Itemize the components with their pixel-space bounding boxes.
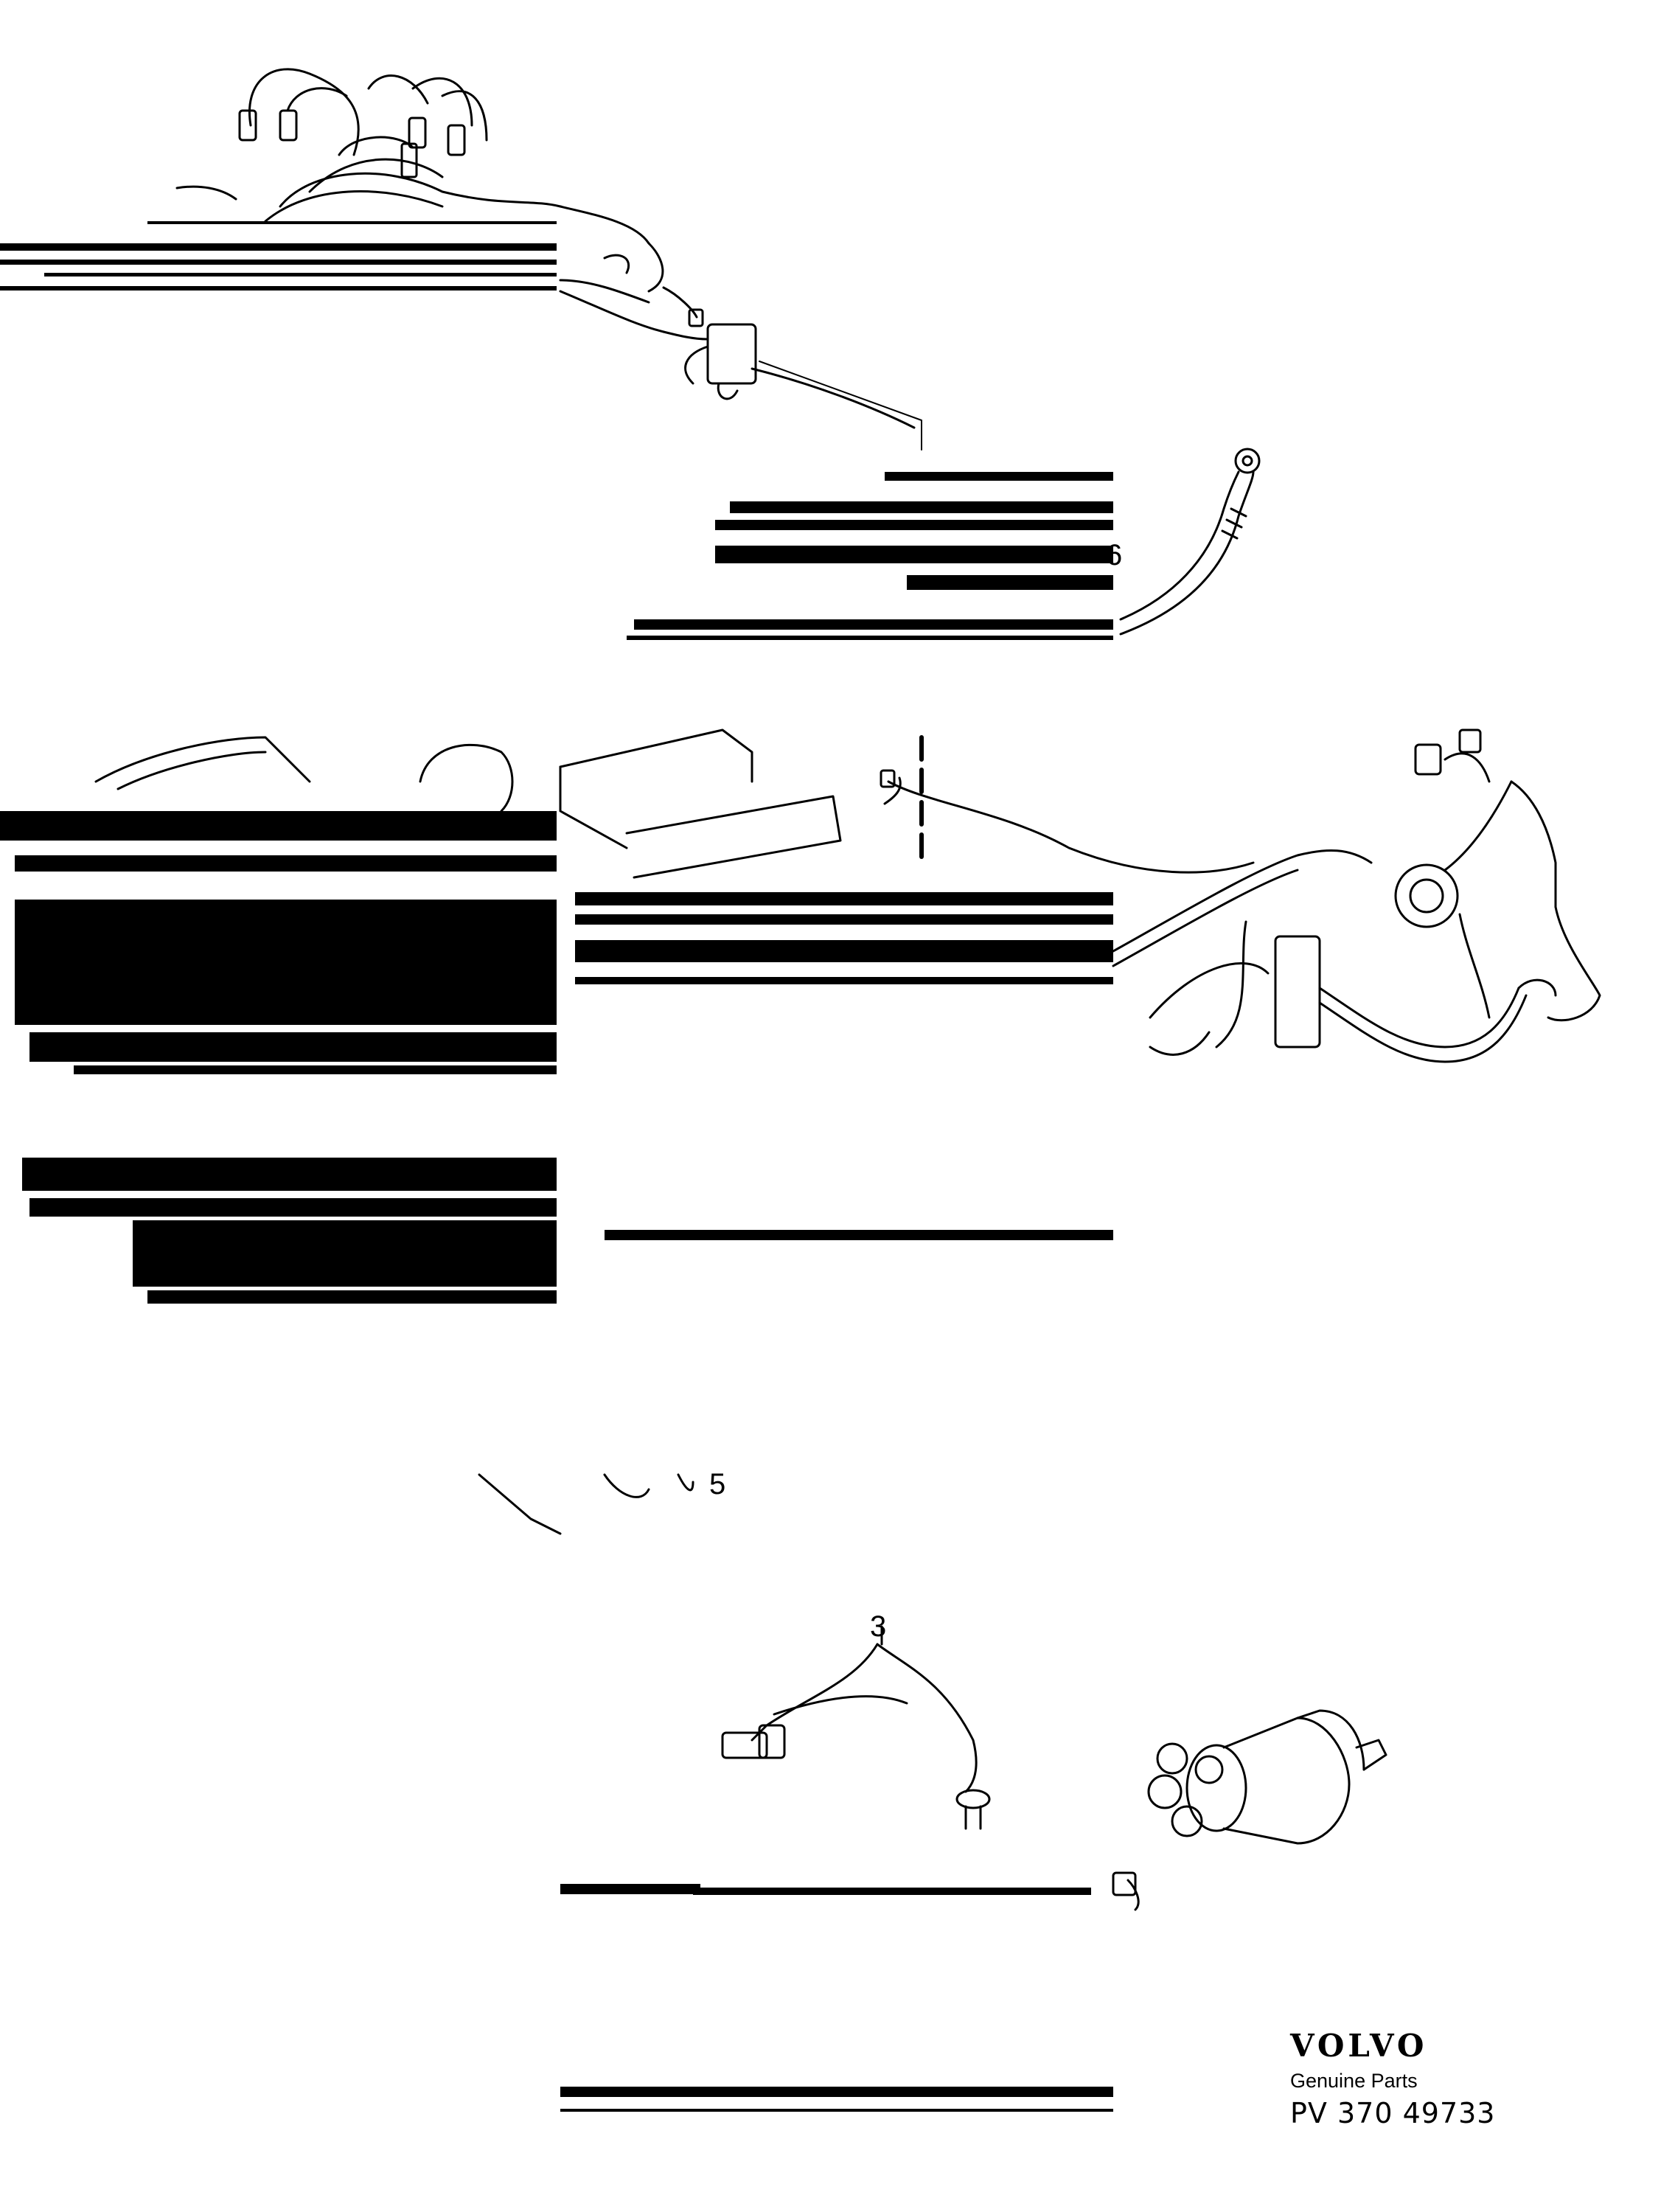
callout-3: 3 (870, 1610, 887, 1643)
callout-5: 5 (709, 1468, 726, 1500)
leader-line-top (759, 361, 922, 451)
scan-artifacts (0, 221, 1113, 2112)
distributor-component (1112, 1709, 1387, 1911)
engine-outline (94, 728, 842, 1535)
callout-6: 6 (1106, 539, 1123, 571)
brand-logo: VOLVO (1290, 2028, 1428, 2064)
brand-subtitle: Genuine Parts (1290, 2070, 1418, 2092)
brand-block: VOLVO Genuine Parts PV 370 49733 (1290, 2028, 1495, 2129)
battery-cable (1119, 448, 1261, 636)
engine-harness-right (880, 728, 1601, 1063)
part-number: PV 370 49733 (1290, 2097, 1496, 2129)
main-wiring-harness (175, 68, 916, 429)
sensor-lead (721, 1625, 991, 1830)
